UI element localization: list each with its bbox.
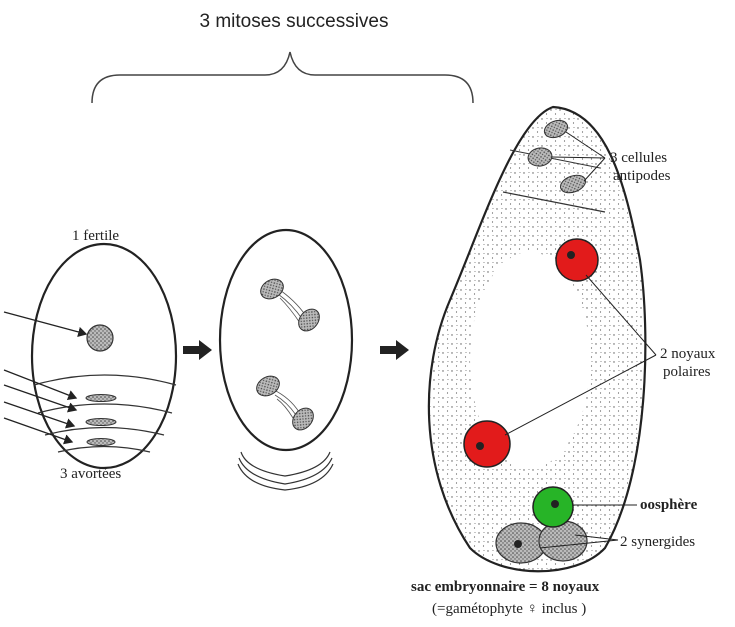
- polar-nucleus: [556, 239, 598, 281]
- aborted-nucleus: [86, 395, 116, 402]
- caption-line1: sac embryonnaire = 8 noyaux: [411, 579, 600, 595]
- ovule-outline: [32, 244, 176, 468]
- synergid: [539, 521, 587, 561]
- diagram-title: 3 mitoses successives: [199, 11, 388, 32]
- aborted-nucleus: [87, 439, 115, 446]
- label-polaires-line2: polaires: [663, 364, 711, 380]
- megaspore-stage: [4, 244, 176, 468]
- label-polaires-line1: 2 noyaux: [660, 346, 716, 362]
- label-antipodes-line2: antipodes: [613, 168, 671, 184]
- label-synergides: 2 synergides: [620, 534, 695, 550]
- arrow-right-icon: [380, 340, 409, 360]
- caption-line2: (=gamétophyte ♀ inclus ): [432, 601, 586, 617]
- label-fertile: 1 fertile: [72, 228, 119, 244]
- fertile-megaspore-nucleus: [87, 325, 113, 351]
- cell-outline: [220, 230, 352, 450]
- polar-nucleus: [464, 421, 510, 467]
- brace: [92, 52, 473, 103]
- label-oosphere: oosphère: [640, 497, 698, 513]
- label-antipodes-line1: 3 cellules: [610, 150, 667, 166]
- aborted-nucleus: [86, 419, 116, 426]
- mitosis-stage: [220, 230, 352, 490]
- label-avortees: 3 avortées: [60, 466, 121, 482]
- arrow-right-icon: [183, 340, 212, 360]
